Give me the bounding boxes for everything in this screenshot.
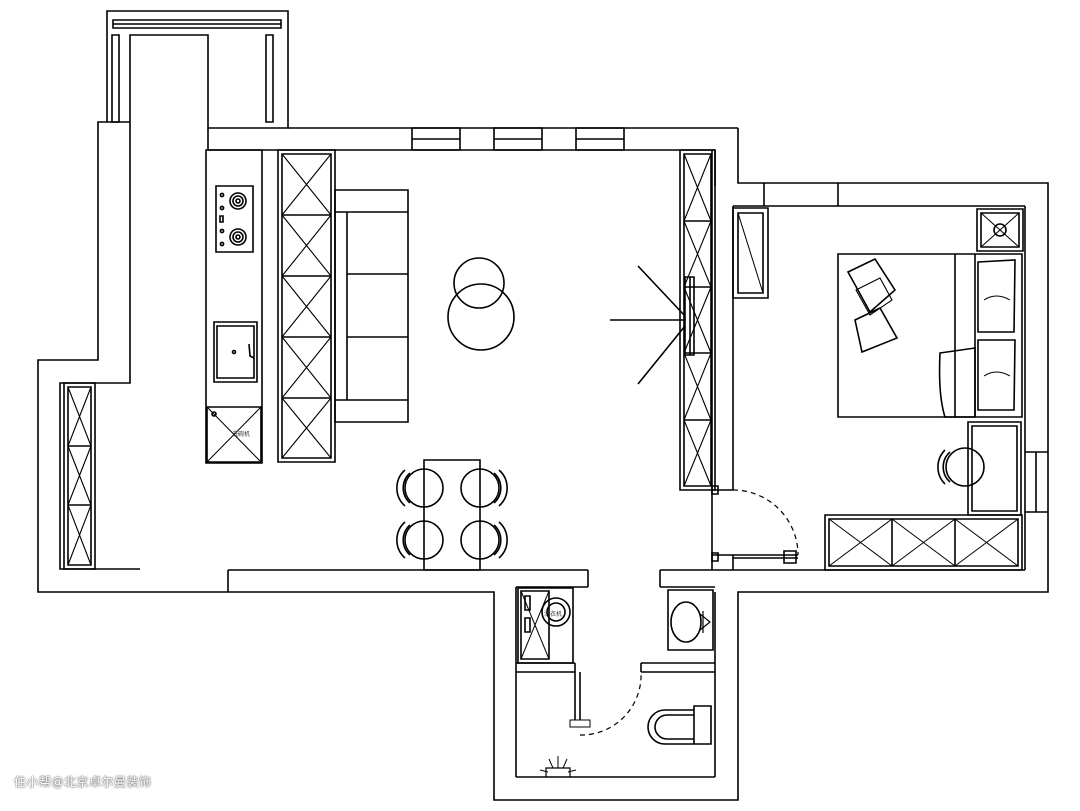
dining-set <box>397 460 507 570</box>
dining-table <box>424 460 480 570</box>
desk <box>968 422 1021 515</box>
living-tall-cabinet <box>278 150 335 462</box>
kitchen-sink <box>214 322 257 382</box>
bedroom <box>712 208 1023 570</box>
dishwasher-label: 洗碗机 <box>232 430 250 438</box>
bathroom-door <box>580 672 641 735</box>
bed <box>838 254 1022 417</box>
washer-label: 洗衣机 <box>544 610 562 618</box>
laundry-area: 洗衣机 <box>518 588 573 663</box>
kitchen-counter: 洗碗机 <box>206 150 262 463</box>
bathroom <box>540 590 713 777</box>
stove <box>216 186 253 252</box>
balcony-cabinet <box>64 383 95 569</box>
watermark: 住小帮@北京卓尔曼装饰 <box>14 775 152 789</box>
coffee-tables <box>448 258 514 350</box>
sofa <box>335 190 408 422</box>
washbasin <box>671 602 701 642</box>
outer-walls <box>38 11 1048 800</box>
tv-cabinet <box>610 150 715 490</box>
dishwasher <box>207 407 261 462</box>
